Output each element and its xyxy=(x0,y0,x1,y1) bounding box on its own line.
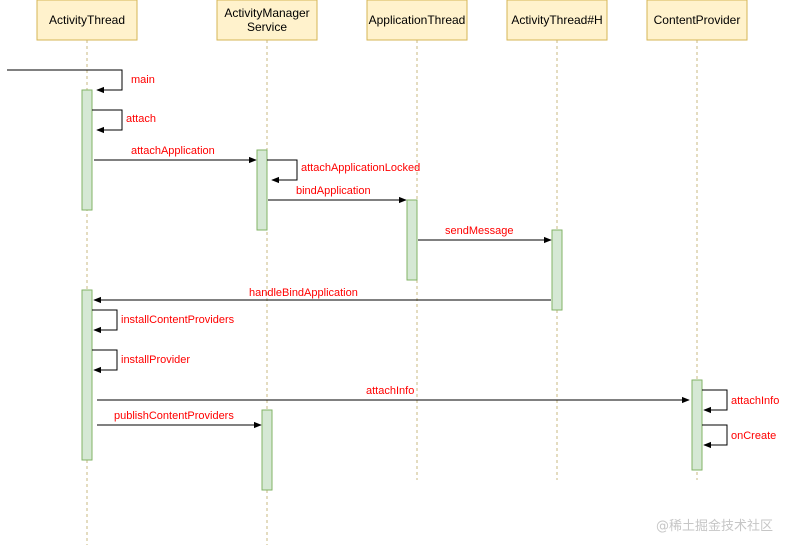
activation-application-thread xyxy=(406,199,418,281)
message-label: sendMessage xyxy=(445,225,514,237)
participant-label: ActivityThread#H xyxy=(511,13,602,27)
message-handle-bind-application: handleBindApplication xyxy=(93,287,551,304)
message-label: bindApplication xyxy=(296,185,371,197)
message-attach-info: attachInfo xyxy=(97,385,690,404)
message-label: handleBindApplication xyxy=(249,287,358,299)
participant-application-thread: ApplicationThread xyxy=(366,0,468,41)
participant-activity-thread: ActivityThread xyxy=(36,0,138,41)
message-attach-info-self: attachInfo xyxy=(702,389,779,414)
participant-activity-thread-h: ActivityThread#H xyxy=(506,0,608,41)
message-on-create: onCreate xyxy=(702,424,776,449)
activation-activity-thread-2 xyxy=(81,289,93,461)
message-bind-application: bindApplication xyxy=(268,185,407,204)
participant-label: ContentProvider xyxy=(654,13,741,27)
message-install-provider: installProvider xyxy=(92,349,190,374)
participant-label: Service xyxy=(247,20,287,34)
message-label: installContentProviders xyxy=(121,314,235,326)
message-attach: attach xyxy=(92,109,156,134)
participant-label: ApplicationThread xyxy=(369,13,466,27)
participant-content-provider: ContentProvider xyxy=(646,0,748,41)
message-publish-content-providers: publishContentProviders xyxy=(97,410,262,429)
message-main: main xyxy=(7,69,155,94)
watermark-text: @稀土掘金技术社区 xyxy=(656,518,773,534)
participant-label: ActivityManager xyxy=(224,6,309,20)
activation-ams-1 xyxy=(256,149,268,231)
message-label: attachApplication xyxy=(131,145,215,157)
message-label: attachApplicationLocked xyxy=(301,162,420,174)
participant-ams: ActivityManager Service xyxy=(216,0,318,41)
activation-ams-2 xyxy=(261,409,273,491)
activation-activity-thread-h xyxy=(551,229,563,311)
message-install-content-providers: installContentProviders xyxy=(92,309,235,334)
activation-content-provider xyxy=(691,379,703,471)
message-attach-application-locked: attachApplicationLocked xyxy=(267,159,420,184)
message-label: main xyxy=(131,74,155,86)
activation-activity-thread-1 xyxy=(81,89,93,211)
message-label: publishContentProviders xyxy=(114,410,234,422)
message-attach-application: attachApplication xyxy=(94,145,257,164)
participant-label: ActivityThread xyxy=(49,13,125,27)
message-label: attach xyxy=(126,113,156,125)
message-label: attachInfo xyxy=(731,395,779,407)
message-label: attachInfo xyxy=(366,385,414,397)
message-label: installProvider xyxy=(121,354,190,366)
message-send-message: sendMessage xyxy=(418,225,552,244)
message-label: onCreate xyxy=(731,430,776,442)
